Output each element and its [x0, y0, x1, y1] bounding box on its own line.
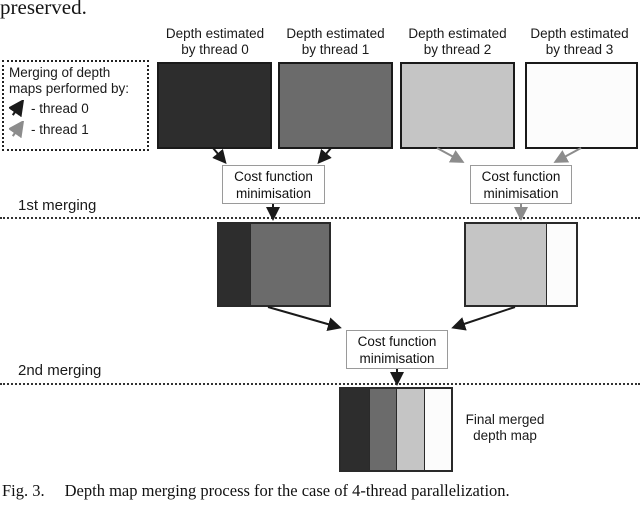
final-merged-depth-map — [339, 387, 453, 472]
arrow-map0-to-cost1 — [212, 147, 227, 165]
merged-segment — [249, 224, 329, 305]
first-merging-label: 1st merging — [18, 197, 97, 214]
merged-segment — [466, 224, 547, 305]
arrow-merged23-to-cost3 — [451, 306, 516, 331]
legend-item-label: - thread 0 — [31, 100, 89, 116]
final-segment — [341, 389, 369, 470]
second-merging-divider — [0, 383, 640, 385]
depth-map-thread1 — [278, 62, 393, 149]
body-text-fragment: preserved. — [0, 0, 87, 19]
arrow-map1-to-cost1 — [317, 147, 332, 165]
merged-map-threads23 — [464, 222, 578, 307]
depth-map-thread0 — [157, 62, 272, 149]
depth-map-thread2 — [400, 62, 515, 149]
legend-box: Merging of depth maps performed by: - th… — [2, 60, 149, 151]
thread1-arrow-icon — [9, 121, 25, 138]
final-segment — [423, 389, 451, 470]
legend-title-line2: maps performed by: — [9, 81, 130, 96]
arrow-merged01-to-cost3 — [267, 306, 342, 331]
arrow-map2-to-cost2 — [436, 147, 465, 163]
depth-map-thread3 — [525, 62, 638, 149]
second-merging-label: 2nd merging — [18, 362, 102, 379]
figure-caption: Fig. 3. Depth map merging process for the… — [2, 481, 639, 501]
final-segment — [396, 389, 424, 470]
figure-caption-text: Depth map merging process for the case o… — [64, 481, 510, 500]
merged-map-threads01 — [217, 222, 331, 307]
arrow-map3-to-cost2 — [553, 147, 582, 163]
legend-item-thread1: - thread 1 — [9, 120, 145, 139]
thread0-arrow-icon — [9, 100, 25, 117]
merged-segment — [219, 224, 250, 305]
first-merging-divider — [0, 217, 640, 219]
legend-item-thread0: - thread 0 — [9, 99, 145, 118]
final-segment — [368, 389, 396, 470]
merged-segment — [546, 224, 576, 305]
legend-item-label: - thread 1 — [31, 121, 89, 137]
figure-number: Fig. 3. — [2, 481, 45, 500]
legend-title-line1: Merging of depth — [9, 65, 111, 80]
